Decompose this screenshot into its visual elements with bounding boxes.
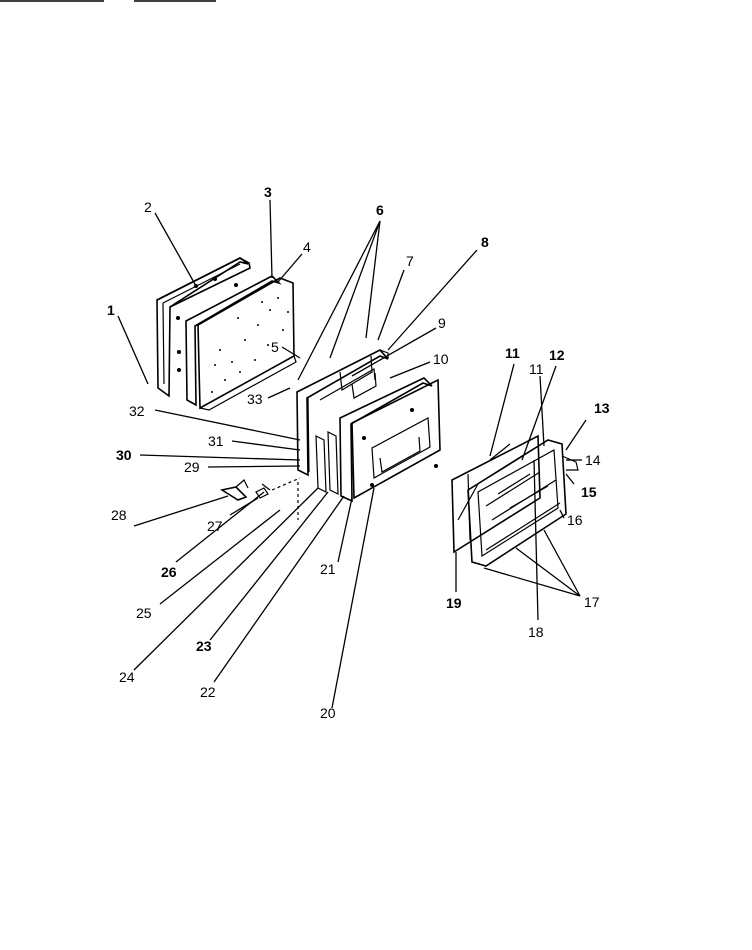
callout-15: 15 [581,484,597,500]
callout-10: 10 [433,351,449,367]
callout-31: 31 [208,433,224,449]
door-gasket-frame [185,275,282,407]
callout-32: 32 [129,403,145,419]
callout-30: 30 [116,447,132,463]
callout-17: 17 [584,594,600,610]
callout-3: 3 [264,184,272,200]
callout-20: 20 [320,705,336,721]
callout-12: 12 [549,347,565,363]
hinge-assembly [219,477,301,520]
door-liner-panel [156,257,251,398]
callout-labels: 1 2 3 4 5 6 7 8 9 10 11 11 12 13 14 15 1… [107,184,610,721]
callout-14: 14 [585,452,601,468]
callout-11: 11 [529,361,544,377]
insulation-pad [197,277,297,411]
callout-25: 25 [136,605,152,621]
outer-door-panel [351,378,441,500]
callout-26: 26 [161,564,177,580]
callout-33: 33 [247,391,263,407]
callout-22: 22 [200,684,216,700]
window-frame-16-18 [467,439,567,567]
inner-door-frame [296,349,389,477]
callout-8: 8 [481,234,489,250]
callout-4: 4 [303,239,311,255]
callout-23: 23 [196,638,212,654]
callout-2: 2 [144,199,152,215]
callout-5: 5 [271,339,279,355]
callout-18: 18 [528,624,544,640]
callout-28: 28 [111,507,127,523]
callout-29: 29 [184,459,200,475]
callout-1: 1 [107,302,115,318]
side-channel-22-23 [315,431,339,495]
callout-9: 9 [438,315,446,331]
leader-lines [117,199,587,709]
callout-6: 6 [376,202,384,218]
callout-21: 21 [320,561,336,577]
callout-27: 27 [207,518,223,534]
insulation-speckle [211,297,289,393]
callout-7: 7 [406,253,414,269]
callout-19: 19 [446,595,462,611]
callout-24: 24 [119,669,135,685]
callout-16: 16 [567,512,583,528]
callout-11-bold: 11 [505,345,520,361]
callout-13: 13 [594,400,610,416]
window-retainer-14 [561,455,579,471]
